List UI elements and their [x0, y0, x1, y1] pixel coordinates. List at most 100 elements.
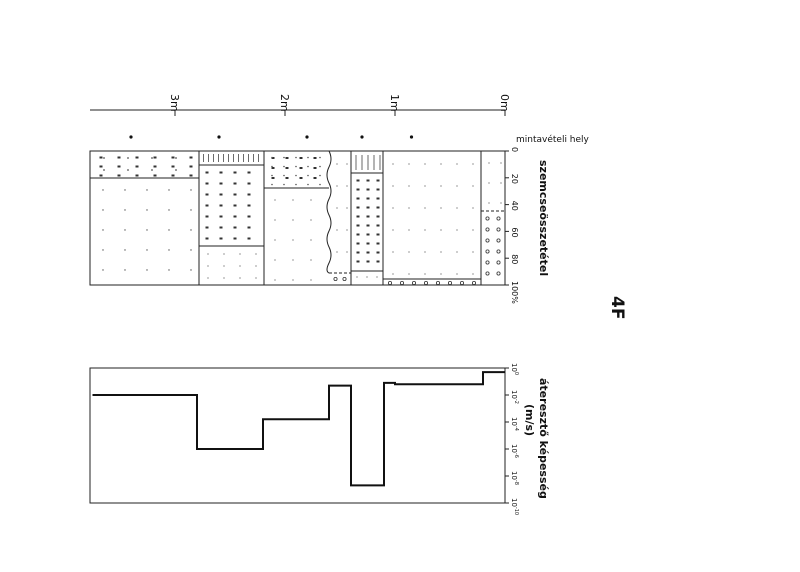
- pattern-dot: [424, 185, 426, 187]
- pattern-dash: [171, 174, 175, 177]
- pattern-dot: [168, 269, 170, 271]
- pattern-dash: [153, 156, 157, 159]
- sampling-label: mintavételi hely: [516, 134, 590, 145]
- pattern-dot: [366, 276, 368, 278]
- pattern-dash: [233, 182, 237, 185]
- pattern-dot: [151, 157, 153, 159]
- pattern-dot: [124, 229, 126, 231]
- pattern-dot: [255, 265, 257, 267]
- permeability-frame: [89, 367, 506, 504]
- permeability-series-line: [92, 371, 505, 487]
- pattern-dash: [171, 165, 175, 168]
- pattern-dot: [456, 207, 458, 209]
- sampling-point: [129, 135, 133, 139]
- pattern-dash: [219, 226, 223, 229]
- pattern-gravel: [447, 280, 452, 285]
- pattern-dot: [124, 209, 126, 211]
- pattern-dot: [440, 207, 442, 209]
- pattern-dot: [456, 185, 458, 187]
- pattern-dash: [271, 157, 275, 159]
- pattern-dot: [103, 169, 105, 171]
- pattern-dash: [356, 197, 360, 200]
- pattern-dot: [472, 207, 474, 209]
- pattern-dash: [205, 215, 209, 218]
- pattern-dot: [168, 189, 170, 191]
- pattern-dot: [283, 174, 285, 177]
- pattern-dash: [366, 242, 370, 245]
- pattern-dot: [346, 163, 348, 165]
- pattern-dash: [219, 215, 223, 218]
- pattern-dot: [102, 269, 104, 271]
- pattern-dot: [146, 209, 148, 211]
- pattern-dash: [366, 224, 370, 227]
- pattern-dot: [310, 259, 312, 261]
- pattern-dash: [313, 177, 317, 179]
- pattern-gravel: [485, 260, 490, 265]
- pattern-dash: [233, 237, 237, 240]
- pattern-dot: [424, 163, 426, 165]
- pattern-gravel: [496, 249, 501, 254]
- pattern-dash: [205, 171, 209, 174]
- pattern-dot: [472, 229, 474, 231]
- pattern-dot: [255, 277, 257, 279]
- pattern-dot: [283, 156, 285, 159]
- pattern-dash: [313, 157, 317, 159]
- pattern-gravel: [399, 280, 404, 285]
- sampling-row: mintavételi hely: [129, 134, 590, 145]
- grain-tick-label: 0: [510, 147, 519, 152]
- tick-base: 10: [510, 444, 518, 453]
- sampling-point: [409, 135, 414, 139]
- tick-base: 10: [510, 417, 518, 426]
- pattern-dot: [223, 253, 225, 255]
- pattern-dash: [247, 226, 251, 229]
- pattern-dash: [376, 197, 380, 200]
- grain-tick-label: 60: [510, 227, 519, 237]
- pattern-dot: [319, 165, 321, 168]
- pattern-dot: [336, 163, 338, 165]
- pattern-dot: [500, 202, 502, 204]
- pattern-dot: [102, 249, 104, 251]
- pattern-dot: [190, 229, 192, 231]
- pattern-dot: [500, 162, 502, 164]
- pattern-dot: [102, 229, 104, 231]
- pattern-dot: [408, 273, 410, 275]
- pattern-dash: [117, 156, 121, 159]
- pattern-dot: [190, 209, 192, 211]
- pattern-dash: [376, 188, 380, 191]
- permeability-tick-label: 10-10: [510, 498, 519, 515]
- depth-tick-label: 3m: [168, 94, 181, 112]
- pattern-dash: [366, 260, 370, 263]
- pattern-dash: [189, 165, 193, 168]
- pattern-dot: [175, 169, 177, 171]
- pattern-dash: [356, 206, 360, 209]
- pattern-dash: [233, 226, 237, 229]
- pattern-dot: [239, 265, 241, 267]
- pattern-dash: [171, 156, 175, 159]
- pattern-dash: [247, 215, 251, 218]
- pattern-gravel: [435, 280, 440, 285]
- depth-tick-label: 2m: [278, 94, 291, 112]
- pattern-dot: [472, 163, 474, 165]
- pattern-dash: [356, 215, 360, 218]
- pattern-dash: [366, 206, 370, 209]
- pattern-dot: [456, 229, 458, 231]
- pattern-dash: [376, 179, 380, 182]
- pattern-dot: [307, 156, 309, 159]
- pattern-dot: [151, 169, 153, 171]
- pattern-dot: [424, 273, 426, 275]
- pattern-dash: [99, 156, 103, 159]
- pattern-dot: [500, 182, 502, 184]
- pattern-dot: [175, 157, 177, 159]
- pattern-dash: [247, 204, 251, 207]
- pattern-dash: [299, 157, 303, 159]
- pattern-dot: [102, 189, 104, 191]
- tick-exponent: -2: [513, 399, 519, 404]
- pattern-dot: [168, 209, 170, 211]
- pattern-dot: [239, 277, 241, 279]
- pattern-dot: [319, 183, 321, 186]
- pattern-dash: [189, 174, 193, 177]
- pattern-dot: [274, 259, 276, 261]
- pattern-dot: [336, 207, 338, 209]
